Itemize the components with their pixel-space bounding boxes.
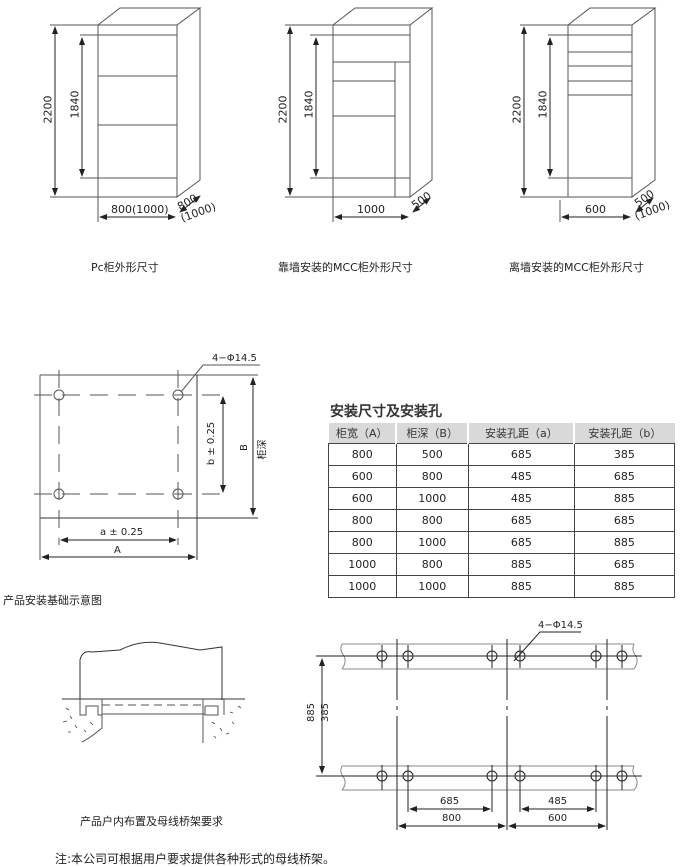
table-cell: 800: [395, 465, 469, 488]
foundation-hole-label: 4−Φ14.5: [212, 353, 257, 364]
table-cell: 685: [573, 509, 676, 532]
table-cell: 685: [573, 553, 676, 576]
cabinet-2-caption: 靠墙安装的MCC柜外形尺寸: [278, 261, 413, 274]
table-cell: 600: [328, 487, 397, 510]
table-cell: 800: [395, 553, 469, 576]
indoor-layout-drawing: [62, 641, 245, 743]
busbar-hole-label: 4−Φ14.5: [538, 620, 583, 631]
busbar-dim-485: 485: [548, 796, 568, 807]
cabinet-mcc-freestanding-drawing: [520, 7, 657, 222]
cabinet-2-height: 2200: [276, 95, 290, 124]
cabinet-pc-drawing: [50, 7, 202, 222]
cabinet-mcc-wall-drawing: [285, 7, 434, 222]
table-cell: 885: [467, 553, 575, 576]
busbar-dim-685: 685: [440, 796, 460, 807]
table-header: 安装孔距（a）: [468, 423, 576, 444]
table-cell: 385: [573, 443, 676, 466]
spec-table-title: 安装尺寸及安装孔: [330, 404, 442, 420]
cabinet-3-inner-height: 1840: [536, 90, 550, 119]
foundation-A-label: A: [114, 545, 121, 556]
busbar-dim-600: 600: [548, 813, 568, 824]
mounting-hole: [53, 488, 65, 500]
cabinet-2-width: 1000: [357, 203, 385, 216]
table-cell: 685: [467, 531, 575, 554]
table-cell: 885: [573, 487, 676, 510]
cabinet-1-inner-height: 1840: [68, 90, 82, 119]
foundation-B-label: B: [238, 444, 250, 451]
table-cell: 1000: [395, 487, 469, 510]
table-cell: 685: [467, 509, 575, 532]
table-cell: 800: [395, 509, 469, 532]
foundation-caption: 产品安装基础示意图: [3, 594, 102, 607]
layout-caption: 产品户内布置及母线桥架要求: [80, 815, 223, 828]
foundation-b-label: b ± 0.25: [206, 421, 218, 466]
note-text: 注:本公司可根据用户要求提供各种形式的母线桥架。: [55, 852, 336, 866]
table-cell: 685: [467, 443, 575, 466]
foundation-depth-label: 柜深: [257, 439, 269, 460]
table-cell: 500: [395, 443, 469, 466]
foundation-a-label: a ± 0.25: [100, 527, 144, 538]
busbar-dim-885: 885: [306, 702, 318, 723]
cabinet-3-height: 2200: [510, 95, 524, 124]
mounting-hole: [53, 389, 65, 401]
table-cell: 885: [573, 575, 676, 598]
busbar-dim-385: 385: [320, 702, 332, 723]
table-cell: 800: [328, 531, 397, 554]
table-cell: 885: [573, 531, 676, 554]
table-cell: 885: [467, 575, 575, 598]
cabinet-3-caption: 离墙安装的MCC柜外形尺寸: [509, 261, 644, 274]
foundation-drawing: [34, 364, 260, 560]
table-cell: 1000: [395, 575, 469, 598]
table-header: 柜深（B）: [396, 423, 470, 444]
table-cell: 800: [328, 443, 397, 466]
mounting-hole: [172, 488, 184, 500]
table-cell: 485: [467, 465, 575, 488]
cabinet-1-caption: Pc柜外形尺寸: [91, 261, 159, 274]
table-cell: 685: [573, 465, 676, 488]
busbar-dim-800: 800: [442, 813, 462, 824]
table-cell: 1000: [328, 575, 397, 598]
mounting-hole: [172, 389, 184, 401]
cabinet-1-width: 800(1000): [111, 203, 169, 216]
table-cell: 1000: [328, 553, 397, 576]
table-header: 柜宽（A）: [328, 423, 398, 444]
cabinet-3-width: 600: [585, 203, 606, 216]
table-cell: 485: [467, 487, 575, 510]
table-header: 安装孔距（b）: [574, 423, 675, 444]
cabinet-1-height: 2200: [41, 95, 55, 124]
table-cell: 800: [328, 509, 397, 532]
cabinet-2-inner-height: 1840: [302, 90, 316, 119]
table-cell: 600: [328, 465, 397, 488]
table-cell: 1000: [395, 531, 469, 554]
busbar-drawing: [316, 631, 642, 830]
